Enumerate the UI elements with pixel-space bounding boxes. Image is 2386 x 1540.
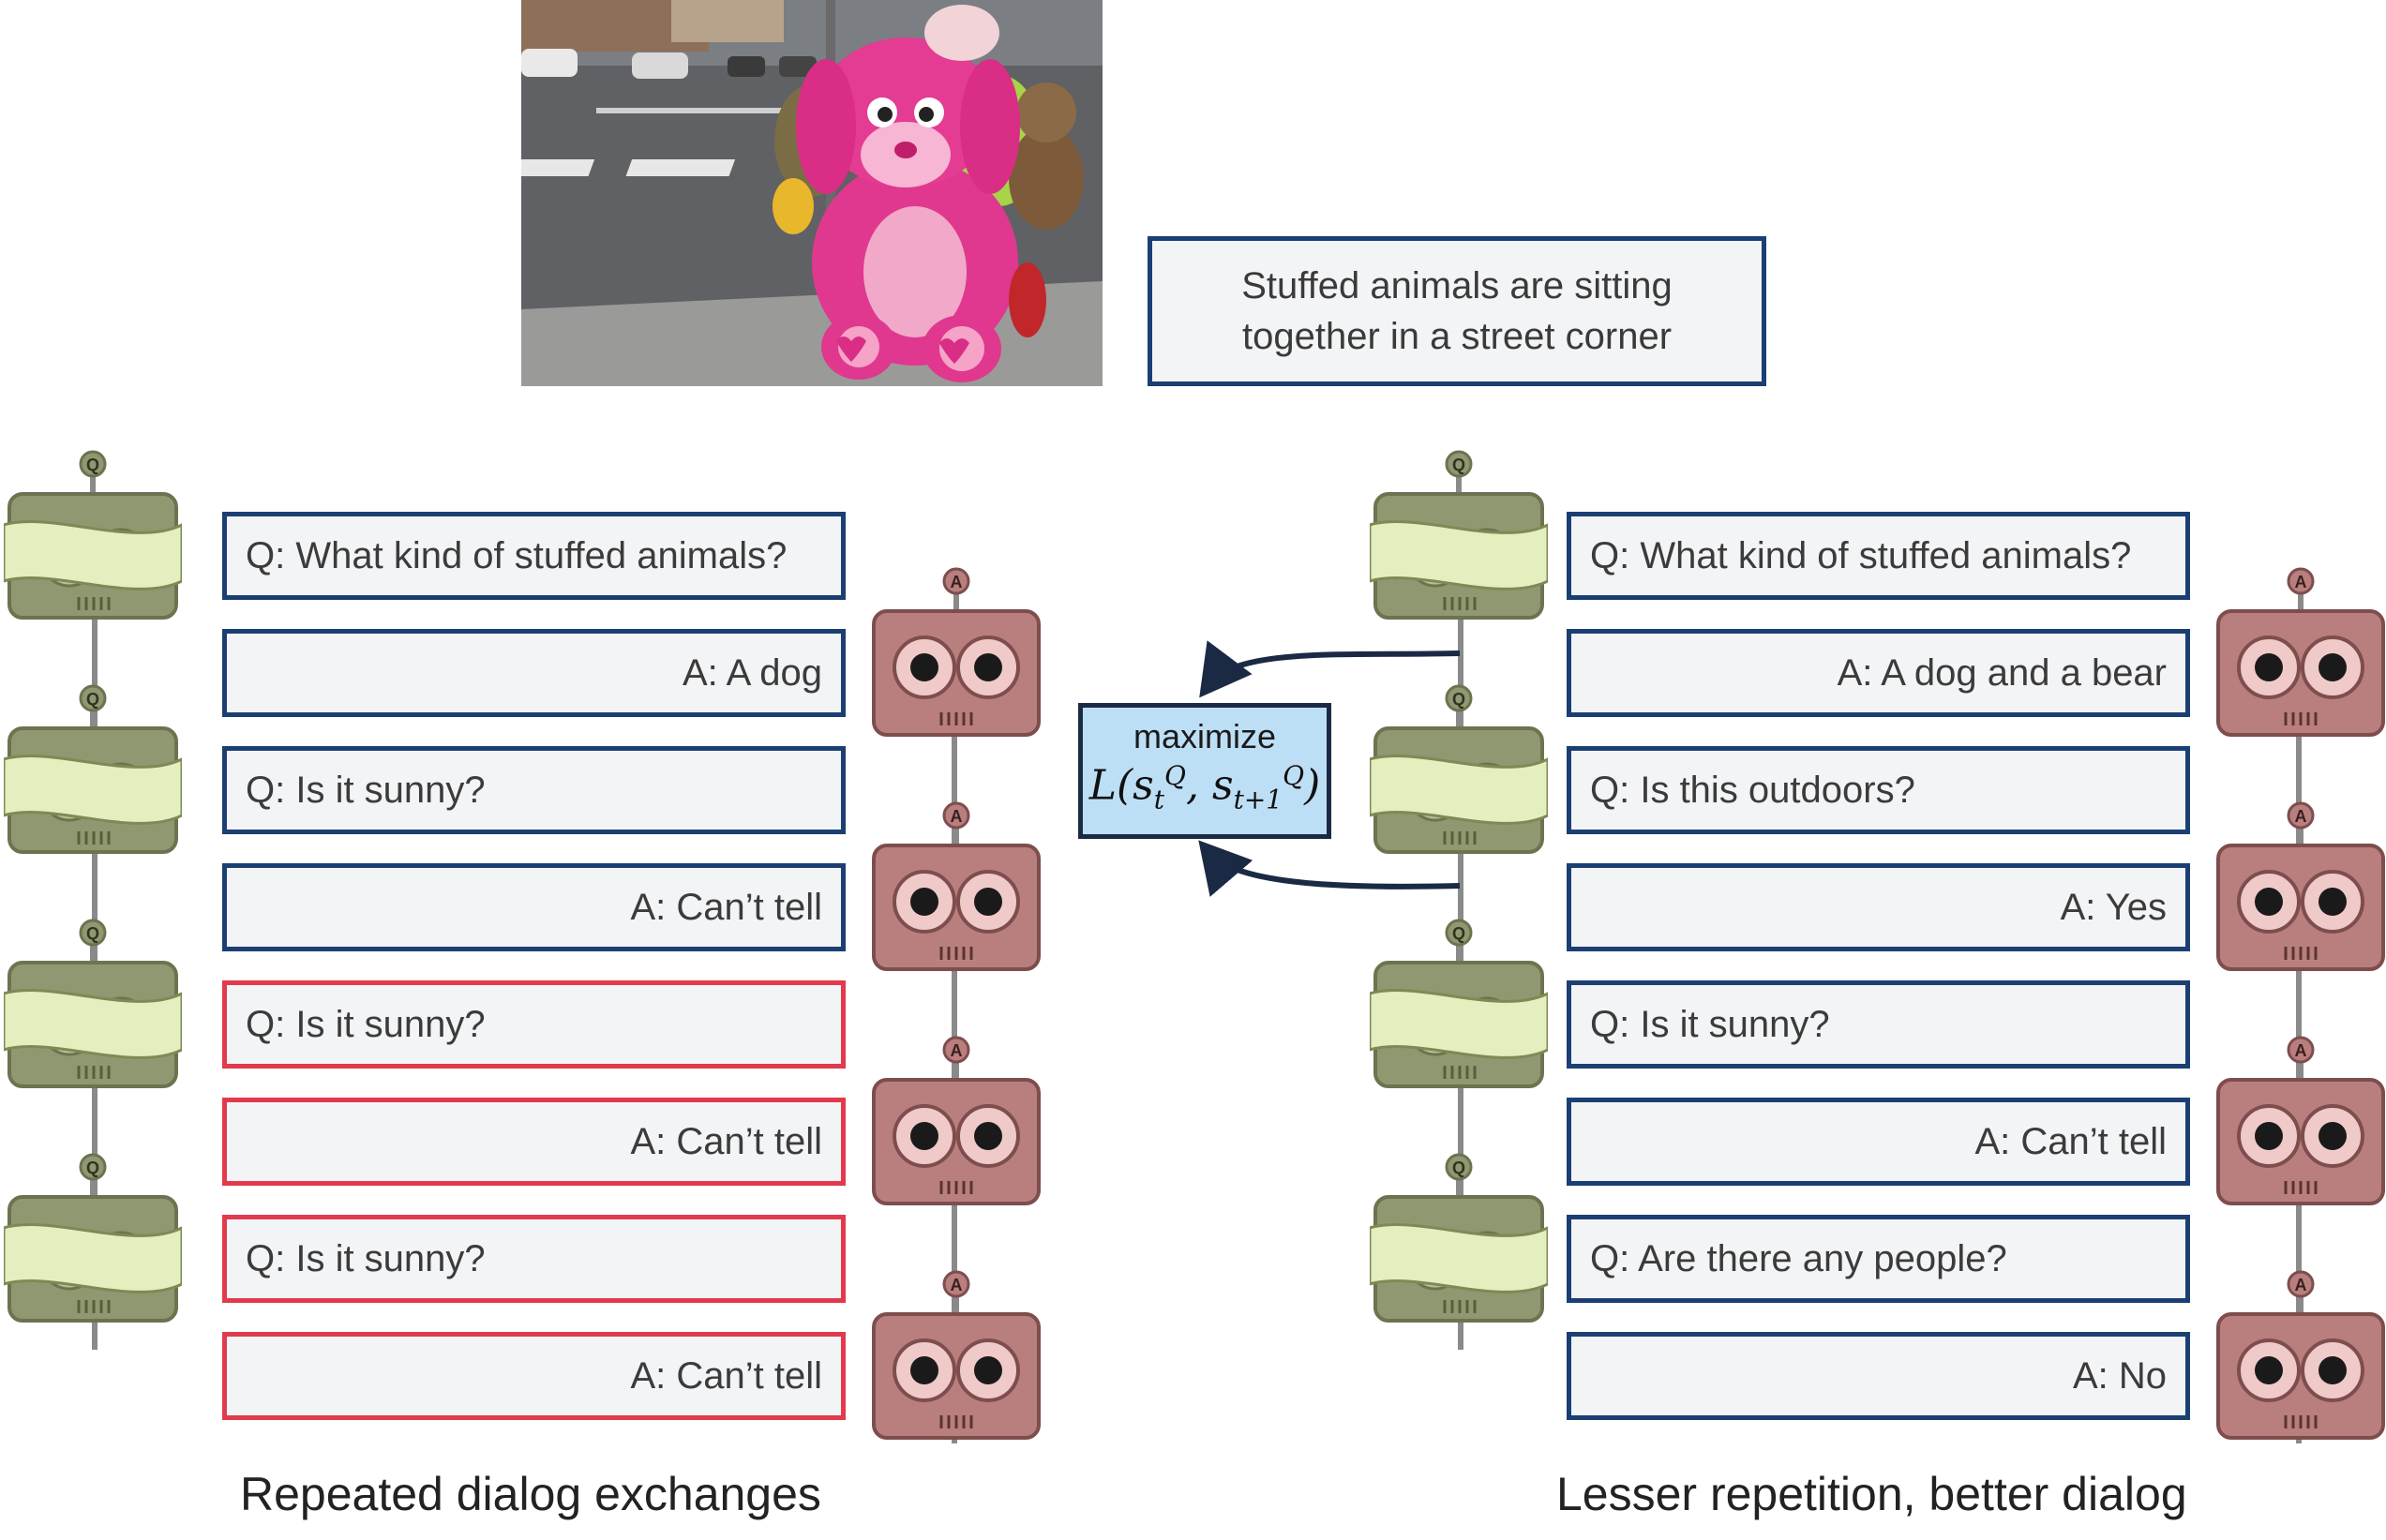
caption-line-1: Stuffed animals are sitting bbox=[1241, 265, 1673, 307]
answerer-label: A bbox=[951, 807, 963, 826]
turn-text: A: A dog and a bear bbox=[1837, 651, 2167, 694]
right-section-title: Lesser repetition, better dialog bbox=[1556, 1468, 2187, 1520]
answerer-label: A bbox=[951, 573, 963, 591]
dialog-turn-answer: A: A dog bbox=[222, 629, 846, 717]
questioner-bot: Q bbox=[1368, 914, 1550, 1097]
dialog-turn-answer: A: Can’t tell bbox=[222, 1332, 846, 1420]
answerer-label: A bbox=[951, 1276, 963, 1294]
objective-formula: L(stQ, st+1Q) bbox=[1083, 760, 1327, 815]
maximize-label: maximize bbox=[1133, 717, 1276, 755]
questioner-label: Q bbox=[1452, 1159, 1465, 1177]
answerer-label: A bbox=[2295, 1041, 2307, 1060]
dialog-turn-answer: A: No bbox=[1567, 1332, 2190, 1420]
turn-text: Q: Is it sunny? bbox=[1590, 1003, 1830, 1045]
formula-close: ) bbox=[1304, 761, 1321, 810]
turn-text: Q: What kind of stuffed animals? bbox=[246, 534, 788, 576]
formula-sub-t: t bbox=[1153, 784, 1165, 815]
turn-text: Q: Is it sunny? bbox=[246, 1003, 486, 1045]
turn-text: Q: Is this outdoors? bbox=[1590, 769, 1915, 811]
formula-s: s bbox=[1133, 761, 1154, 810]
dialog-turn-question: Q: What kind of stuffed animals? bbox=[222, 512, 846, 600]
questioner-bot: Q bbox=[2, 680, 184, 862]
turn-text: A: Can’t tell bbox=[630, 886, 822, 928]
dialog-turn-answer: A: A dog and a bear bbox=[1567, 629, 2190, 717]
turn-text: Q: Is it sunny? bbox=[246, 769, 486, 811]
turn-text: A: Can’t tell bbox=[1974, 1120, 2167, 1162]
dialog-turn-question: Q: Is it sunny? bbox=[222, 980, 846, 1069]
questioner-bot: Q bbox=[1368, 680, 1550, 862]
answerer-bot: A bbox=[870, 562, 1043, 745]
answerer-bot: A bbox=[870, 797, 1043, 979]
answerer-bot: A bbox=[870, 1265, 1043, 1448]
dialog-turn-answer: A: Can’t tell bbox=[1567, 1098, 2190, 1186]
turn-text: A: Can’t tell bbox=[630, 1120, 822, 1162]
answerer-bot: A bbox=[2214, 1031, 2386, 1214]
dialog-turn-answer: A: Yes bbox=[1567, 863, 2190, 951]
questioner-label: Q bbox=[86, 690, 99, 709]
questioner-bot: Q bbox=[2, 445, 184, 628]
questioner-label: Q bbox=[86, 1159, 99, 1177]
objective-box: maximize L(stQ, st+1Q) bbox=[1078, 703, 1331, 839]
left-section-title: Repeated dialog exchanges bbox=[240, 1468, 821, 1520]
turn-text: A: A dog bbox=[682, 651, 822, 694]
formula-comma: , bbox=[1185, 761, 1212, 810]
street-photo bbox=[521, 0, 1103, 386]
questioner-label: Q bbox=[86, 924, 99, 943]
answerer-label: A bbox=[951, 1041, 963, 1060]
answerer-bot: A bbox=[2214, 1265, 2386, 1448]
turn-text: Q: Are there any people? bbox=[1590, 1237, 2007, 1279]
turn-text: A: Yes bbox=[2060, 886, 2167, 928]
dialog-turn-question: Q: Is it sunny? bbox=[222, 746, 846, 834]
image-caption: Stuffed animals are sitting together in … bbox=[1148, 236, 1766, 386]
turn-text: A: No bbox=[2072, 1354, 2167, 1397]
formula-sub-t1: t+1 bbox=[1233, 784, 1283, 815]
dialog-turn-answer: A: Can’t tell bbox=[222, 1098, 846, 1186]
arrow-lower bbox=[1198, 840, 1461, 897]
formula-s: s bbox=[1211, 761, 1234, 810]
turn-text: Q: Is it sunny? bbox=[246, 1237, 486, 1279]
questioner-label: Q bbox=[1452, 924, 1465, 943]
dialog-turn-question: Q: Are there any people? bbox=[1567, 1215, 2190, 1303]
dialog-turn-question: Q: What kind of stuffed animals? bbox=[1567, 512, 2190, 600]
formula-sup-q: Q bbox=[1283, 760, 1305, 791]
answerer-label: A bbox=[2295, 573, 2307, 591]
dialog-turn-question: Q: Is this outdoors? bbox=[1567, 746, 2190, 834]
dialog-turn-question: Q: Is it sunny? bbox=[1567, 980, 2190, 1069]
questioner-label: Q bbox=[86, 456, 99, 474]
arrow-upper bbox=[1199, 640, 1461, 698]
questioner-label: Q bbox=[1452, 690, 1465, 709]
answerer-bot: A bbox=[2214, 797, 2386, 979]
caption-line-2: together in a street corner bbox=[1241, 316, 1673, 357]
questioner-bot: Q bbox=[1368, 445, 1550, 628]
answerer-label: A bbox=[2295, 807, 2307, 826]
answerer-bot: A bbox=[2214, 562, 2386, 745]
answerer-bot: A bbox=[870, 1031, 1043, 1214]
questioner-label: Q bbox=[1452, 456, 1465, 474]
dialog-turn-answer: A: Can’t tell bbox=[222, 863, 846, 951]
formula-sup-q: Q bbox=[1164, 760, 1186, 791]
questioner-bot: Q bbox=[1368, 1148, 1550, 1331]
questioner-bot: Q bbox=[2, 1148, 184, 1331]
answerer-label: A bbox=[2295, 1276, 2307, 1294]
turn-text: A: Can’t tell bbox=[630, 1354, 822, 1397]
turn-text: Q: What kind of stuffed animals? bbox=[1590, 534, 2132, 576]
dialog-turn-question: Q: Is it sunny? bbox=[222, 1215, 846, 1303]
formula-fn: L( bbox=[1088, 761, 1133, 810]
